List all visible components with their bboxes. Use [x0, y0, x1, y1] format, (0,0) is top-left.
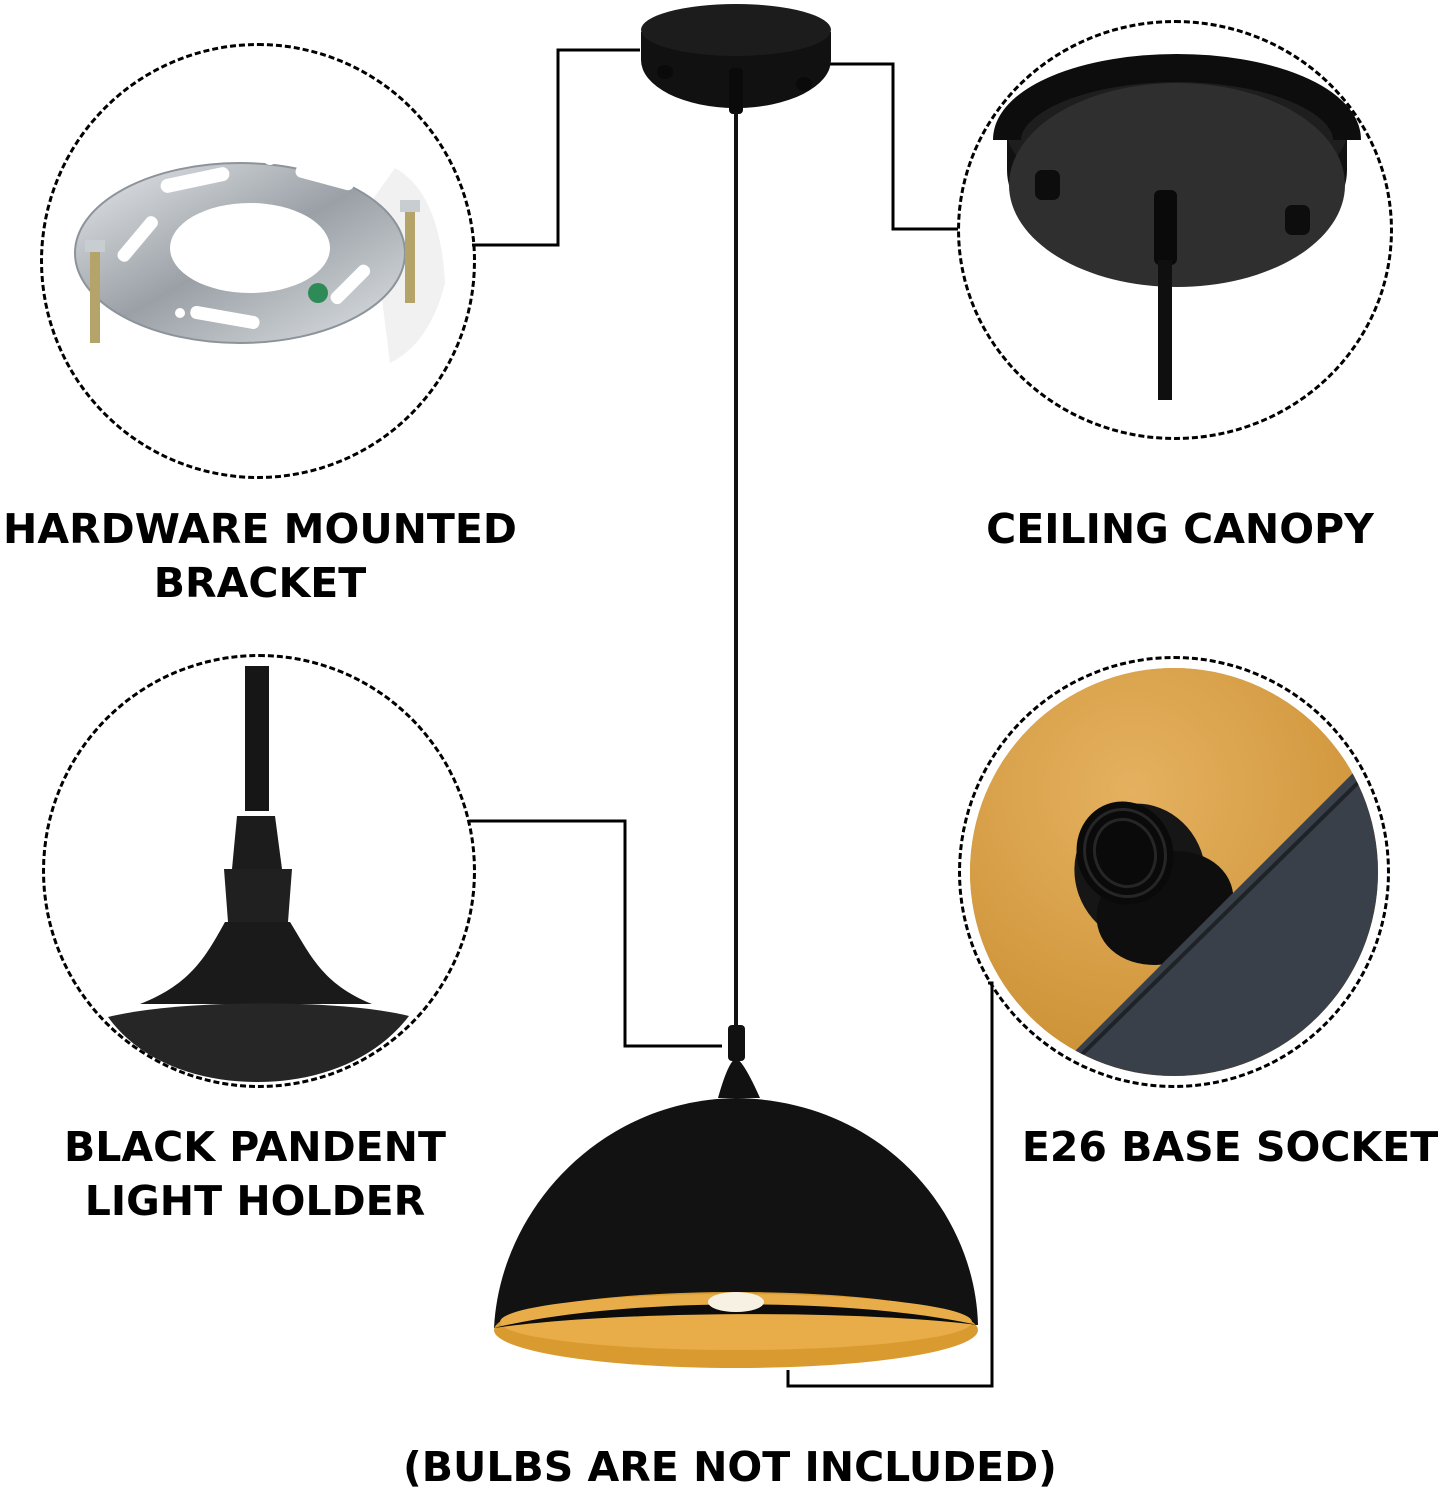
mounting-bracket-image	[74, 151, 445, 363]
dome-shade-product	[494, 1025, 978, 1368]
canopy-connector-line	[830, 62, 958, 231]
canopy-label: CEILING CANOPY	[970, 502, 1390, 556]
ceiling-canopy-closeup-image	[993, 54, 1361, 400]
canopy-callout-circle	[957, 20, 1393, 440]
bracket-callout-circle	[40, 43, 476, 479]
bracket-label: HARDWARE MOUNTED BRACKET	[0, 502, 520, 610]
bracket-label-line1: HARDWARE MOUNTED	[3, 505, 517, 553]
canopy-label-line1: CEILING CANOPY	[986, 505, 1374, 553]
socket-callout-circle	[958, 656, 1390, 1088]
bracket-label-line2: BRACKET	[153, 559, 367, 608]
ceiling-canopy-product	[641, 4, 831, 114]
holder-label: BLACK PANDENT LIGHT HOLDER	[40, 1120, 470, 1228]
holder-callout-circle	[42, 654, 476, 1088]
bracket-connector-line	[472, 48, 640, 247]
socket-label-line1: E26 BASE SOCKET	[1021, 1123, 1439, 1171]
light-holder-closeup-image	[108, 666, 409, 1082]
socket-label: E26 BASE SOCKET	[1015, 1120, 1445, 1174]
bulbs-not-included-note: (BULBS ARE NOT INCLUDED)	[403, 1443, 1057, 1491]
holder-connector-line	[470, 819, 722, 1048]
holder-label-line2: LIGHT HOLDER	[84, 1177, 426, 1226]
e26-socket-closeup-image	[970, 668, 1378, 1076]
holder-label-line1: BLACK PANDENT	[64, 1123, 446, 1171]
